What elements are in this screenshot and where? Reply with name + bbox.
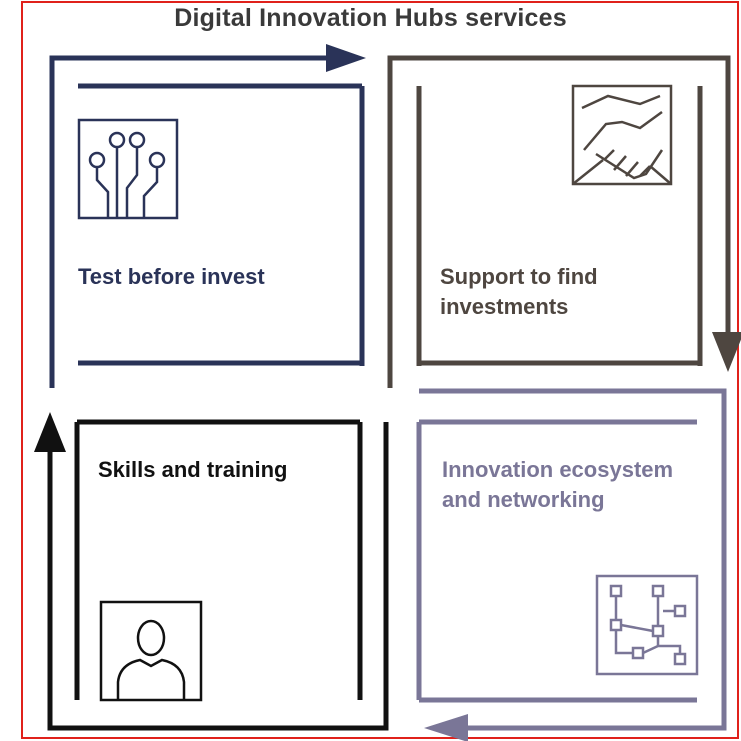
quadrant-ecosystem-frame xyxy=(416,388,727,731)
arrow-right-icon xyxy=(326,44,366,72)
label-innovation-ecosystem: Innovation ecosystem and networking xyxy=(442,457,674,512)
label-skills-and-training: Skills and training xyxy=(98,457,288,482)
network-icon xyxy=(595,574,699,676)
diagram-title: Digital Innovation Hubs services xyxy=(174,4,567,32)
outer-border xyxy=(21,1,739,739)
person-icon xyxy=(99,600,203,702)
arrow-left-icon xyxy=(424,714,468,741)
label-test-before-invest: Test before invest xyxy=(78,264,265,289)
arrow-up-icon xyxy=(34,412,66,452)
handshake-icon xyxy=(571,84,673,186)
arrow-down-icon xyxy=(712,332,741,372)
circuit-icon xyxy=(77,118,179,220)
quadrant-skills-frame xyxy=(47,419,389,731)
quadrant-test-frame xyxy=(49,55,365,388)
quadrant-support-frame xyxy=(387,55,731,388)
label-support-to-find-investments: Support to find investments xyxy=(440,264,598,319)
